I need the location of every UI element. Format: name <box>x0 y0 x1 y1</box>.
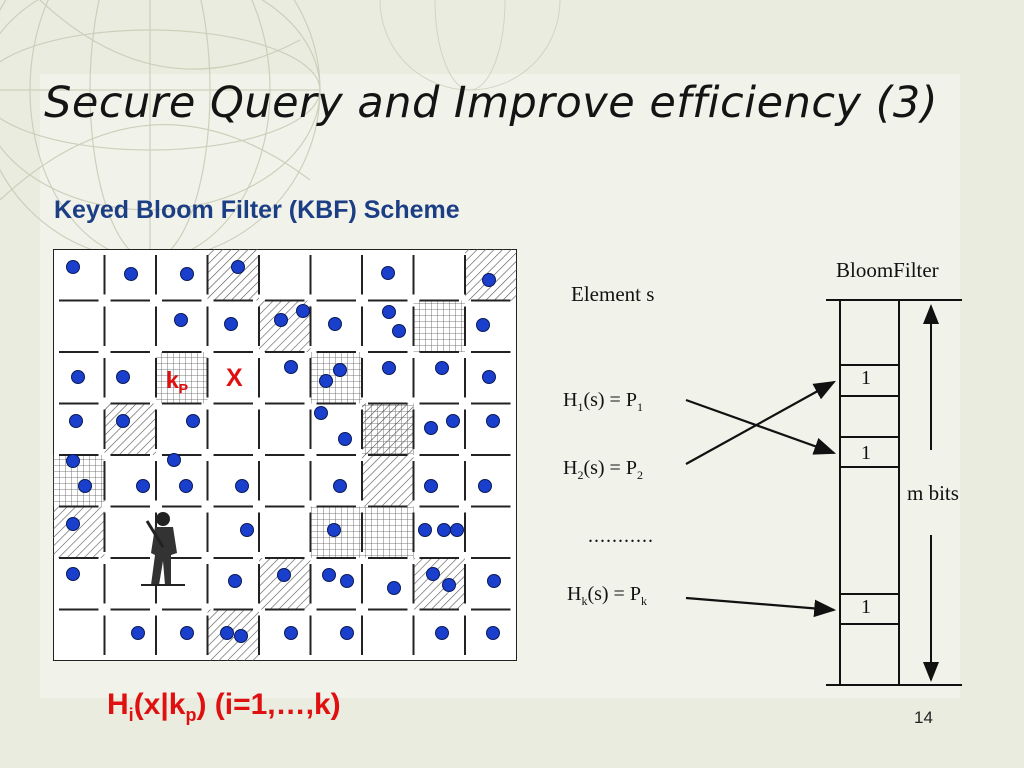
sensor-node <box>179 479 193 493</box>
grid-cell <box>362 403 414 455</box>
hash-formula: Hi(x|kp) (i=1,…,k) <box>107 688 341 725</box>
target-label: X <box>226 364 243 392</box>
sensor-node <box>167 453 181 467</box>
grid-cell <box>207 249 259 301</box>
grid-cell <box>104 403 156 455</box>
bit-value: 1 <box>861 367 871 389</box>
sensor-node <box>235 479 249 493</box>
sensor-node <box>174 313 188 327</box>
sensor-node <box>314 406 328 420</box>
array-size-label: m bits <box>907 481 959 505</box>
ellipsis: ........... <box>588 525 654 547</box>
sensor-node <box>180 626 194 640</box>
soldier-icon <box>141 512 185 586</box>
sensor-node <box>131 626 145 640</box>
key-label: kP <box>166 367 189 397</box>
sensor-node <box>124 267 138 281</box>
grid-cell <box>310 352 362 404</box>
sensor-node <box>424 421 438 435</box>
sensor-grid-illustration <box>53 249 517 661</box>
sensor-node <box>322 568 336 582</box>
sensor-node <box>180 267 194 281</box>
sensor-node <box>450 523 464 537</box>
grid-cell <box>156 352 208 404</box>
sensor-node <box>319 374 333 388</box>
slide-title: Secure Query and Improve efficiency (3) <box>44 78 938 128</box>
sensor-node <box>328 317 342 331</box>
sensor-node <box>486 626 500 640</box>
sensor-node <box>66 567 80 581</box>
sensor-node <box>240 523 254 537</box>
hash-arrows <box>685 380 837 618</box>
grid-cell <box>413 558 465 610</box>
sensor-node <box>66 454 80 468</box>
sensor-node <box>338 432 352 446</box>
sensor-node <box>69 414 83 428</box>
sensor-node <box>274 313 288 327</box>
sensor-node <box>435 626 449 640</box>
sensor-node <box>220 626 234 640</box>
sensor-node <box>442 578 456 592</box>
grid-cell <box>53 506 105 558</box>
sensor-node <box>186 414 200 428</box>
sensor-node <box>340 574 354 588</box>
sensor-node <box>478 479 492 493</box>
globe-decoration-right <box>379 0 561 91</box>
sensor-node <box>333 479 347 493</box>
bit-value: 1 <box>861 442 871 464</box>
sensor-node <box>78 479 92 493</box>
bloom-filter-array <box>826 299 962 686</box>
grid-cell <box>362 455 414 507</box>
sensor-node <box>277 568 291 582</box>
bit-value: 1 <box>861 596 871 618</box>
hash-function-2: H2(s) = P2 <box>563 457 643 482</box>
sensor-node <box>382 305 396 319</box>
slide-subtitle: Keyed Bloom Filter (KBF) Scheme <box>54 196 460 224</box>
sensor-node <box>228 574 242 588</box>
sensor-node <box>116 414 130 428</box>
grid-cell <box>259 558 311 610</box>
grid-cell <box>362 506 414 558</box>
bloom-filter-label: BloomFilter <box>836 258 939 282</box>
sensor-node <box>136 479 150 493</box>
sensor-node <box>487 574 501 588</box>
sensor-node <box>424 479 438 493</box>
sensor-node <box>71 370 85 384</box>
sensor-node <box>224 317 238 331</box>
sensor-node <box>482 370 496 384</box>
sensor-node <box>340 626 354 640</box>
sensor-node <box>284 626 298 640</box>
sensor-node <box>387 581 401 595</box>
element-label: Element s <box>571 282 655 306</box>
sensor-node <box>446 414 460 428</box>
sensor-node <box>66 260 80 274</box>
grid-cell <box>413 300 465 352</box>
hash-function-1: H1(s) = P1 <box>563 389 643 414</box>
sensor-node <box>296 304 310 318</box>
sensor-node <box>234 629 248 643</box>
sensor-node <box>116 370 130 384</box>
sensor-node <box>381 266 395 280</box>
sensor-node <box>482 273 496 287</box>
sensor-node <box>486 414 500 428</box>
sensor-node <box>476 318 490 332</box>
sensor-node <box>382 361 396 375</box>
sensor-node <box>327 523 341 537</box>
page-number: 14 <box>914 708 933 727</box>
sensor-node <box>333 363 347 377</box>
sensor-node <box>392 324 406 338</box>
sensor-node <box>435 361 449 375</box>
sensor-node <box>426 567 440 581</box>
sensor-node <box>66 517 80 531</box>
hash-function-k: Hk(s) = Pk <box>567 583 647 608</box>
sensor-node <box>418 523 432 537</box>
sensor-node <box>284 360 298 374</box>
sensor-node <box>231 260 245 274</box>
